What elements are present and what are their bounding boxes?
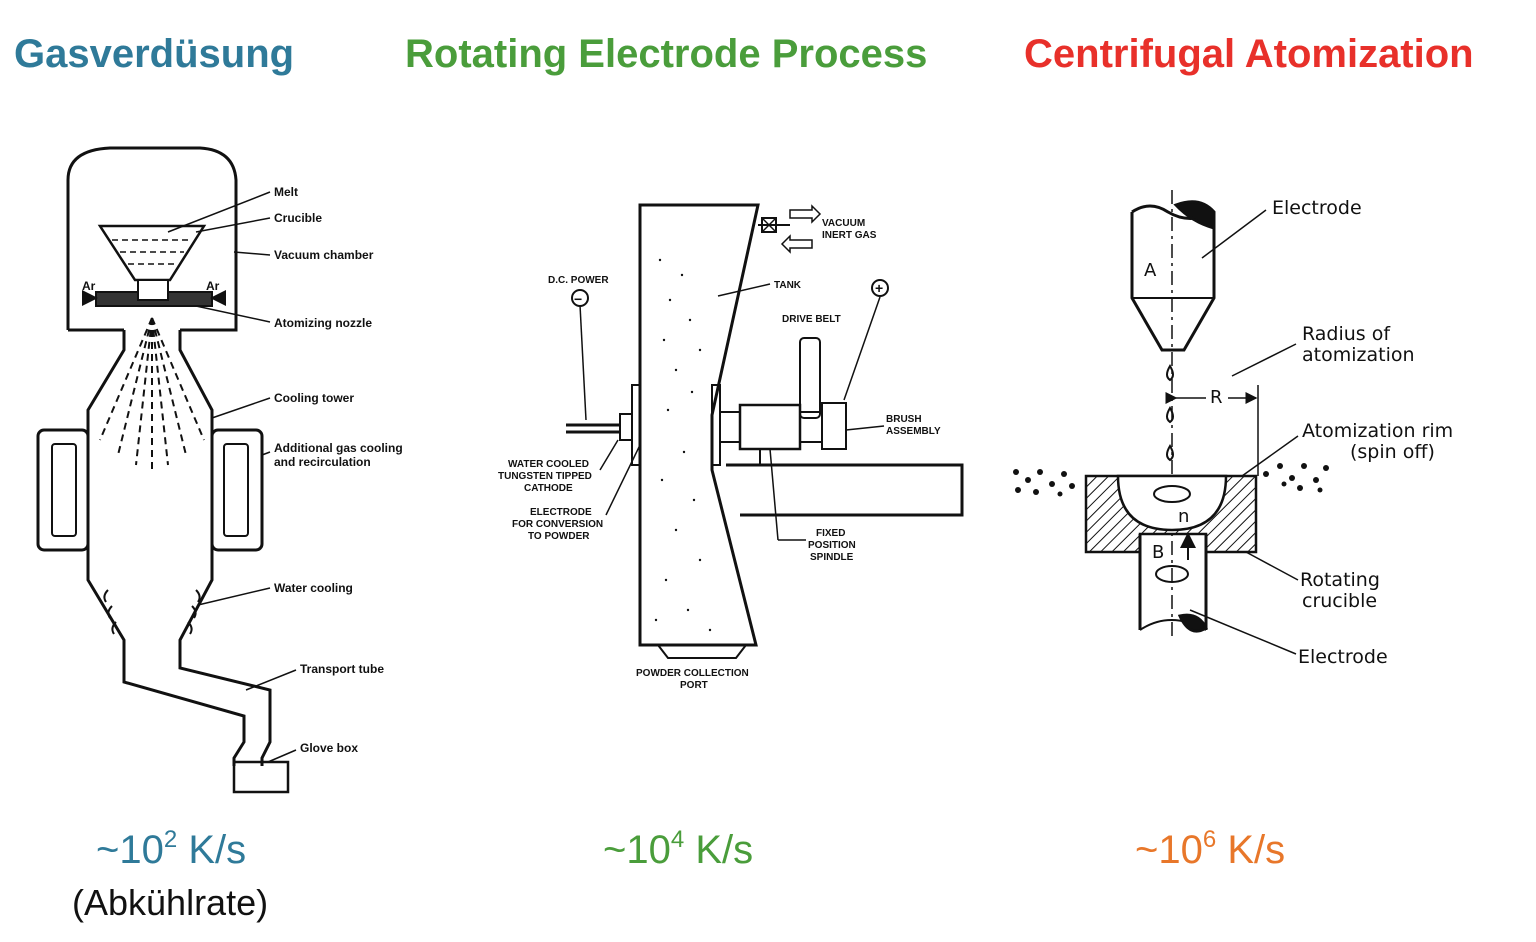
- minus-sign: −: [574, 291, 582, 307]
- rate-ca-unit: K/s: [1216, 828, 1286, 872]
- vacuum-chamber-label: Vacuum chamber: [274, 248, 374, 262]
- cathode-label-2: TUNGSTEN TIPPED: [498, 471, 592, 482]
- rate-rep-exponent: 4: [670, 826, 685, 853]
- transport-tube-label: Transport tube: [300, 662, 384, 676]
- port-label-1: POWDER COLLECTION: [636, 668, 749, 679]
- rate-ca-prefix: ~10: [1135, 828, 1203, 872]
- spindle-label-2: POSITION: [808, 540, 856, 551]
- cooling-rate-note: (Abkühlrate): [72, 882, 269, 923]
- electrode-label-2: FOR CONVERSION: [512, 519, 603, 530]
- rep-powder-dots: [654, 258, 712, 632]
- rim-label-1: Atomization rim: [1302, 420, 1453, 442]
- rate-rep-prefix: ~10: [603, 828, 671, 872]
- label-n: n: [1178, 506, 1189, 527]
- electrode-label-3: TO POWDER: [528, 531, 590, 542]
- rate-gas-prefix: ~10: [96, 828, 164, 872]
- title-centrifugal-atomization: Centrifugal Atomization: [1024, 32, 1474, 76]
- crucible-label-1: Rotating: [1300, 569, 1380, 591]
- water-cooling-label: Water cooling: [274, 581, 353, 595]
- rim-label-2: (spin off): [1350, 441, 1435, 463]
- electrode-top-label: Electrode: [1272, 197, 1362, 219]
- rate-ca-exponent: 6: [1202, 826, 1217, 853]
- melt-label: Melt: [274, 185, 298, 199]
- ca-diagram: [1084, 190, 1299, 655]
- rate-gas-unit: K/s: [177, 828, 247, 872]
- ca-spin-off-dots: [1013, 463, 1329, 497]
- cooling-tower-label: Cooling tower: [274, 391, 354, 405]
- rate-rep-unit: K/s: [684, 828, 754, 872]
- drive-belt-label: DRIVE BELT: [782, 314, 841, 325]
- crucible-label-2: crucible: [1302, 590, 1377, 612]
- ar-right-label: Ar: [206, 279, 220, 293]
- inert-gas-label: INERT GAS: [822, 230, 877, 241]
- radius-label-2: atomization: [1302, 344, 1415, 366]
- cooling-rate-gas: ~102 K/s: [96, 826, 247, 873]
- brush-label-2: ASSEMBLY: [886, 426, 941, 437]
- spindle-label-1: FIXED: [816, 528, 845, 539]
- plus-sign: +: [875, 280, 883, 296]
- brush-label-1: BRUSH: [886, 414, 922, 425]
- label-r: R: [1210, 387, 1223, 408]
- dc-power-label: D.C. POWER: [548, 275, 609, 286]
- gas-cooling-label-1: Additional gas cooling: [274, 441, 403, 455]
- cathode-label-1: WATER COOLED: [508, 459, 589, 470]
- crucible-label: Crucible: [274, 211, 322, 225]
- electrode-label-1: ELECTRODE: [530, 507, 592, 518]
- cooling-rate-rep: ~104 K/s: [603, 826, 754, 873]
- label-a: A: [1144, 260, 1157, 281]
- rate-gas-exponent: 2: [163, 826, 178, 853]
- cooling-rate-ca: ~106 K/s: [1135, 826, 1286, 873]
- rep-diagram: [566, 203, 964, 659]
- rep-labels: VACUUM INERT GAS D.C. POWER − + TANK DRI…: [498, 218, 941, 691]
- radius-label-1: Radius of: [1302, 323, 1391, 345]
- glove-box-label: Glove box: [300, 741, 358, 755]
- ca-labels: A B R n Electrode Radius of atomization …: [1144, 197, 1453, 668]
- title-rotating-electrode: Rotating Electrode Process: [405, 32, 928, 76]
- gas-atomization-diagram: [36, 146, 297, 794]
- cathode-label-3: CATHODE: [524, 483, 573, 494]
- port-label-2: PORT: [680, 680, 708, 691]
- ar-left-label: Ar: [82, 279, 96, 293]
- tank-label: TANK: [774, 280, 802, 291]
- electrode-bottom-label: Electrode: [1298, 646, 1388, 668]
- vacuum-label: VACUUM: [822, 218, 865, 229]
- spindle-label-3: SPINDLE: [810, 552, 854, 563]
- title-gas-atomization: Gasverdüsung: [14, 32, 295, 76]
- atomizing-nozzle-label: Atomizing nozzle: [274, 316, 372, 330]
- label-b: B: [1152, 542, 1164, 563]
- gas-cooling-label-2: and recirculation: [274, 455, 371, 469]
- gas-labels: Ar Ar Melt Crucible Vacuum chamber Atomi…: [82, 185, 403, 755]
